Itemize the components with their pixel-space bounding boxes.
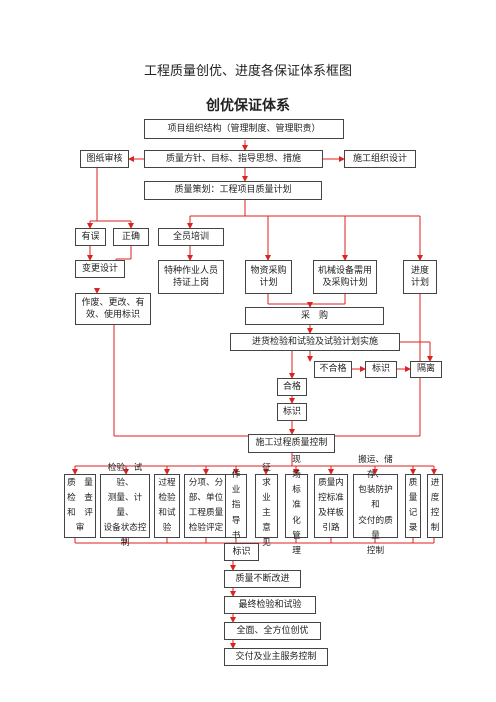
mark-box-3: 标识 <box>224 543 259 561</box>
isolation-box: 隔离 <box>410 361 442 378</box>
special-workers-box: 特种作业人员 持证上岗 <box>158 260 224 294</box>
handling-storage-box: 搬运、储存、 包装防护和 交付的质量 控制 <box>353 455 398 556</box>
process-control-box: 施工过程质量控制 <box>248 434 335 453</box>
org-structure-box: 项目组织结构（管理制度、管理职责） <box>144 119 344 139</box>
correct-box: 正确 <box>113 228 149 246</box>
mark-box-1: 标识 <box>365 361 397 378</box>
diagram-subtitle: 创优保证体系 <box>206 98 290 114</box>
inspection-equipment-box: 检验、试验、 测量、计量、 设备状态控 制 <box>100 463 150 548</box>
unqualified-box: 不合格 <box>314 361 352 378</box>
equipment-plan-box: 机械设备需用 及采购计划 <box>313 260 377 294</box>
obsolete-marking-box: 作废、更改、有 效、使用标识 <box>75 293 151 325</box>
quality-policy-box: 质量方针、目标、指导思想、措施 <box>144 150 323 168</box>
schedule-plan-box: 进度 计划 <box>403 260 437 294</box>
comprehensive-excellence-box: 全面、全方位创优 <box>224 622 321 640</box>
owner-opinion-box: 征求 业主 意见 <box>255 463 278 548</box>
drawing-review-box: 图纸审核 <box>80 150 129 168</box>
mark-box-2: 标识 <box>277 403 307 421</box>
continuous-improvement-box: 质量不断改进 <box>224 570 301 588</box>
qualified-box: 合格 <box>277 378 307 396</box>
incoming-inspection-box: 进货检验和试验及试验计划实施 <box>230 333 400 351</box>
construction-design-box: 施工组织设计 <box>344 150 416 168</box>
purchase-box: 采 购 <box>245 307 384 325</box>
has-error-box: 有误 <box>75 228 106 246</box>
quality-review-box: 质 量 检 查 和 评 审 <box>64 474 96 538</box>
all-staff-training-box: 全员培训 <box>158 228 224 246</box>
on-site-standardization-box: 现场 标准 化管 理 <box>285 455 308 556</box>
subdivision-evaluation-box: 分项、分 部、单位 工程质量 检验评定 <box>184 474 228 538</box>
progress-control-box: 进 度 控 制 <box>427 474 443 538</box>
process-inspection-box: 过程 检验 和试 验 <box>154 474 180 538</box>
design-change-box: 变更设计 <box>75 260 125 278</box>
quality-internal-control-box: 质量内 控标准 及样板 引路 <box>314 474 348 538</box>
page-title: 工程质量创优、进度各保证体系框图 <box>143 64 352 79</box>
quality-planning-box: 质量策划：工程项目质量计划 <box>144 181 322 200</box>
quality-records-box: 质 量 记 录 <box>405 474 421 538</box>
final-inspection-box: 最终检验和试验 <box>224 596 316 614</box>
work-instructions-box: 作业 指导 书 <box>225 470 247 541</box>
material-purchase-box: 物资采购 计划 <box>245 260 292 294</box>
delivery-service-box: 交付及业主服务控制 <box>224 648 328 666</box>
